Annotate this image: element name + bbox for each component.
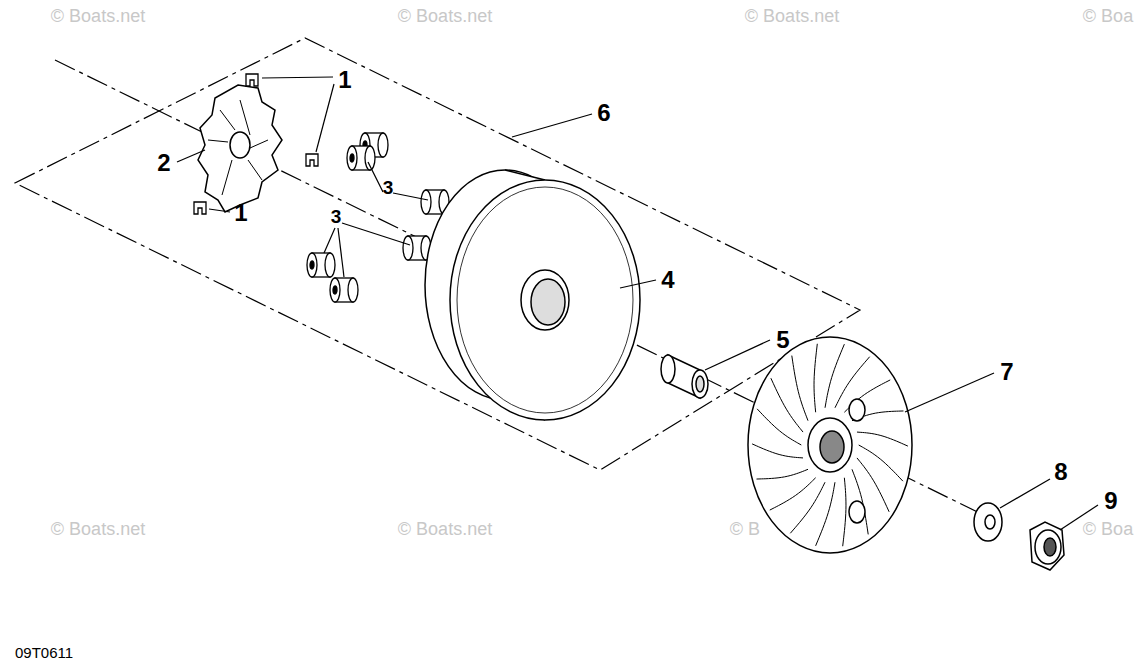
watermark: © Boats.net: [398, 7, 492, 25]
watermark: © Boa: [1083, 7, 1133, 25]
fan-blade: [771, 378, 803, 432]
ramp-plate: [198, 85, 282, 212]
callout-number: 3: [331, 207, 342, 226]
watermark: © Boats.net: [745, 7, 839, 25]
fan-blade: [843, 478, 846, 546]
fan-blade: [757, 469, 809, 479]
fan-blade: [816, 482, 835, 546]
callout-number: 1: [338, 68, 351, 92]
fan-blade: [790, 482, 825, 533]
callout-number: 7: [1000, 360, 1013, 384]
fan-blade: [757, 409, 801, 445]
fan-blade: [857, 432, 908, 446]
callout-number: 1: [234, 201, 247, 225]
watermark: © Boats.net: [51, 7, 145, 25]
fan-blade: [814, 344, 817, 412]
callout-number: 6: [597, 101, 610, 125]
fan-blade: [752, 444, 803, 458]
fan-blade: [770, 478, 816, 510]
fan-blade: [792, 356, 808, 421]
watermark: © Boa: [1083, 520, 1133, 538]
washer: [974, 503, 1002, 541]
callout-number: 3: [383, 178, 394, 197]
callout-number: 9: [1104, 489, 1117, 513]
sleeve: [661, 355, 708, 398]
assembly-frame: [15, 38, 1000, 523]
callout-number: 8: [1054, 460, 1067, 484]
fixed-drive-face: [748, 337, 912, 553]
leader-line: [177, 77, 1098, 530]
slider-clip: [194, 74, 318, 214]
watermark: © B: [730, 520, 760, 538]
watermark: © Boats.net: [51, 520, 145, 538]
callout-number: 5: [776, 328, 789, 352]
fan-blade: [859, 445, 903, 481]
callout-number: 4: [661, 268, 674, 292]
watermark: © Boats.net: [398, 520, 492, 538]
movable-drive-face: [425, 170, 640, 420]
fan-blade: [825, 344, 844, 408]
nut: [1030, 522, 1064, 570]
callout-number: 2: [157, 151, 170, 175]
drawing-code: 09T0611: [15, 645, 73, 660]
